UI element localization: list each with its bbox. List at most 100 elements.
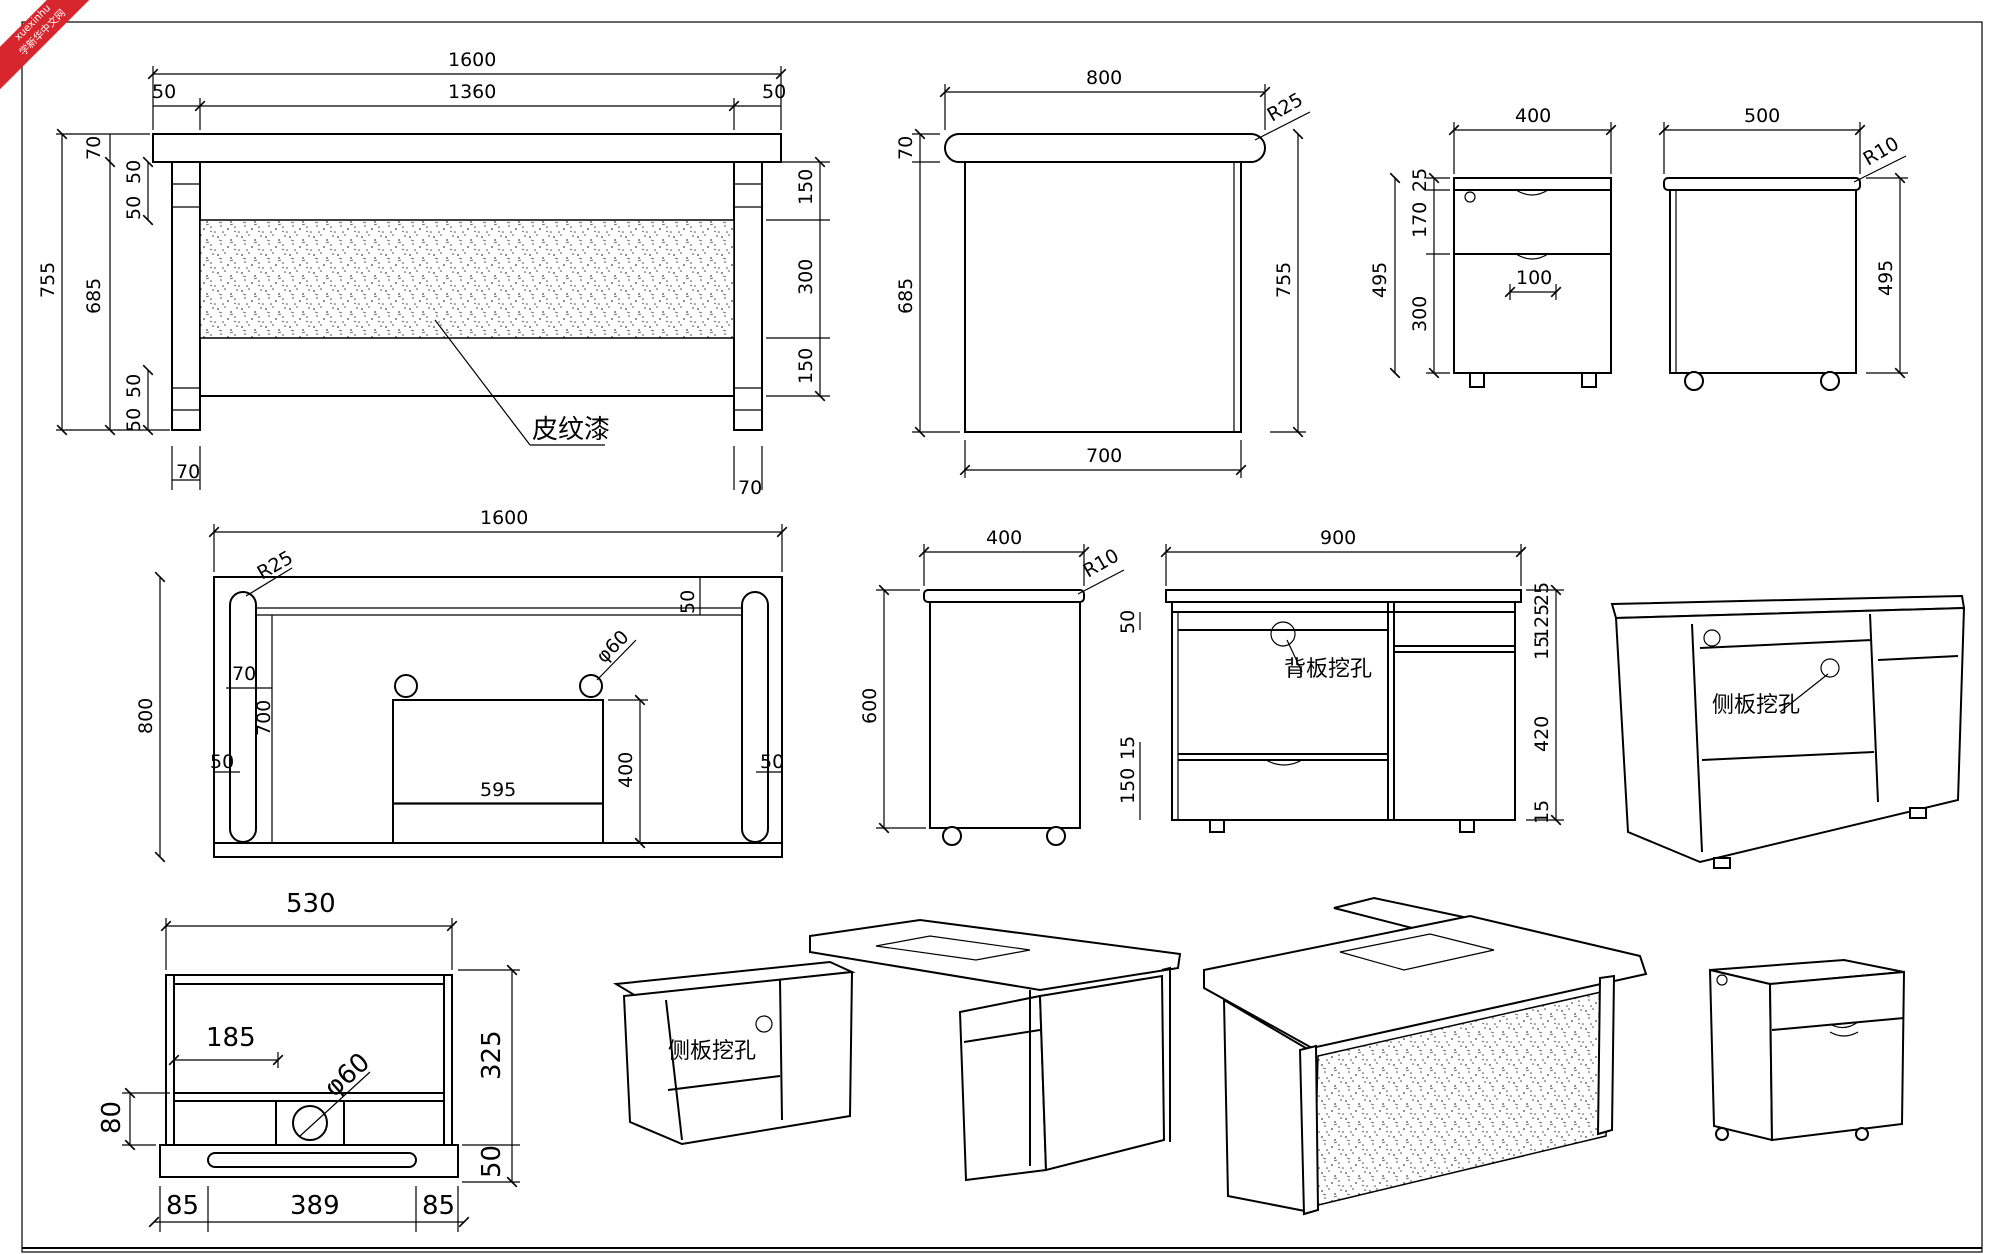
dim-kb-b-mid: 389 (290, 1191, 340, 1221)
dim-plan-side-right: 50 (760, 751, 784, 773)
dim-return-side-radius: R10 (1080, 545, 1123, 583)
dim-plan-tray-w: 595 (480, 779, 516, 801)
dim-inner-width: 1360 (448, 81, 496, 103)
return-side-body (929, 601, 1081, 829)
dim-end-left: 50 (152, 81, 176, 103)
iso1-pedestal (958, 994, 1048, 1182)
pedestal-body (1453, 189, 1612, 374)
dim-kb-width: 530 (286, 889, 336, 919)
dim-top-thickness: 70 (83, 136, 105, 160)
leg-right (733, 161, 763, 431)
desk-iso-left: 侧板挖孔 (612, 918, 1182, 1182)
plan-slot-left (229, 591, 257, 843)
dim-return-side-height: 600 (859, 688, 881, 724)
dim-return-front-g: 150 (1117, 768, 1139, 804)
dim-handle: 100 (1516, 267, 1552, 289)
dim-pedestal-width: 400 (1515, 105, 1551, 127)
material-label: 皮纹漆 (532, 415, 610, 445)
dim-pedestal-drawer1: 170 (1409, 202, 1431, 238)
dim-plan-depth: 800 (135, 698, 157, 734)
front-elevation: 皮纹漆 1600 1360 50 50 755 685 70 50 50 50 … (37, 49, 830, 499)
plan-grommet-right (579, 674, 603, 698)
dim-pedestal-gap: 25 (1409, 168, 1431, 192)
return-front-view: 背板挖孔 900 50 15 150 25 125 15 420 15 (1117, 527, 1564, 833)
dim-return-front-h: 15 (1531, 800, 1553, 824)
return-side-view: 400 R10 600 (859, 527, 1125, 846)
dim-kb-height: 325 (477, 1030, 507, 1080)
dim-leg-left: 70 (176, 461, 200, 483)
dim-return-front-e: 420 (1531, 716, 1553, 752)
dim-side-total: 755 (1273, 262, 1295, 298)
dim-side-top: 70 (895, 136, 917, 160)
leg-left (171, 161, 201, 431)
return-back-hole-label: 背板挖孔 (1284, 657, 1372, 682)
dim-side-body: 685 (895, 278, 917, 314)
dim-return-front-d: 15 (1117, 736, 1139, 760)
dim-plan-inner: 700 (253, 700, 275, 736)
dim-panel-bot: 150 (795, 348, 817, 384)
dim-end-right: 50 (762, 81, 786, 103)
keyboard-tray-section: 530 185 φ60 325 50 80 85 389 85 (97, 889, 520, 1232)
dim-return-front-a: 50 (1117, 610, 1139, 634)
dim-pedestal-drawer2: 300 (1409, 296, 1431, 332)
return-iso-view: 侧板挖孔 (1610, 594, 1966, 869)
dim-plan-tray-d: 400 (615, 752, 637, 788)
iso1-side-hole-label: 侧板挖孔 (668, 1039, 756, 1064)
return-iso-body (1614, 606, 1966, 864)
dim-kb-b-right: 85 (422, 1191, 455, 1221)
ped-iso-front (1708, 968, 1774, 1142)
modesty-panel-texture (199, 219, 735, 339)
return-front-top (1165, 589, 1522, 603)
dim-total-height: 755 (37, 262, 59, 298)
dim-pedestal-side-radius: R10 (1860, 133, 1903, 171)
dim-return-front-b: 25 (1531, 582, 1553, 606)
plan-slot-right (741, 591, 769, 843)
return-front-body (1171, 601, 1516, 821)
dim-panel-top: 150 (795, 169, 817, 205)
pedestal-side-top (1663, 177, 1861, 191)
dim-pedestal-side-width: 500 (1744, 105, 1780, 127)
plan-grommet-left (394, 674, 418, 698)
iso2-desk-top (1203, 914, 1648, 1050)
side-panel (964, 161, 1242, 433)
dim-plan-leg: 70 (232, 663, 256, 685)
dim-overall-width: 1600 (448, 49, 496, 71)
side-elevation: 800 R25 70 685 755 700 (895, 67, 1311, 478)
plan-view: 1600 800 R25 50 70 700 50 50 φ60 595 400 (135, 507, 788, 863)
dim-kb-base-height: 50 (477, 1145, 507, 1178)
iso1-desk-top (809, 918, 1182, 992)
dim-pedestal-total: 495 (1369, 262, 1391, 298)
dim-side-width: 800 (1086, 67, 1122, 89)
pedestal-iso (1708, 958, 1906, 1142)
dim-kb-offset: 185 (206, 1023, 256, 1053)
dim-return-front-c: 125 (1531, 604, 1553, 640)
return-side-hole-label: 侧板挖孔 (1712, 693, 1800, 718)
return-side-top (923, 589, 1085, 603)
dim-rail-left: 50 (123, 196, 145, 220)
dim-leg-right: 70 (738, 477, 762, 499)
dim-body-height: 685 (83, 278, 105, 314)
dim-kb-b-left: 85 (166, 1191, 199, 1221)
dim-side-base: 700 (1086, 445, 1122, 467)
pedestal-side: 500 R10 495 (1658, 105, 1908, 391)
pedestal-top (1453, 177, 1612, 191)
pedestal-front: 400 100 25 170 300 495 (1369, 105, 1617, 388)
dim-panel-mid: 300 (795, 259, 817, 295)
side-top (944, 133, 1266, 163)
pedestal-side-body (1669, 189, 1857, 374)
dim-plan-overall: 1600 (480, 507, 528, 529)
dim-return-front-f: 15 (1531, 636, 1553, 660)
sheet-frame (21, 21, 1983, 1253)
plan-keyboard-tray (392, 699, 604, 844)
dim-plan-side-left: 50 (210, 751, 234, 773)
desk-top (152, 133, 782, 163)
iso1-return-body (622, 970, 854, 1146)
dim-rail-bottom: 50 (123, 374, 145, 398)
dim-foot: 50 (123, 408, 145, 432)
dim-side-radius: R25 (1264, 89, 1307, 127)
dim-pedestal-side-total: 495 (1875, 260, 1897, 296)
dim-return-side-width: 400 (986, 527, 1022, 549)
dim-plan-rail: 50 (677, 590, 699, 614)
